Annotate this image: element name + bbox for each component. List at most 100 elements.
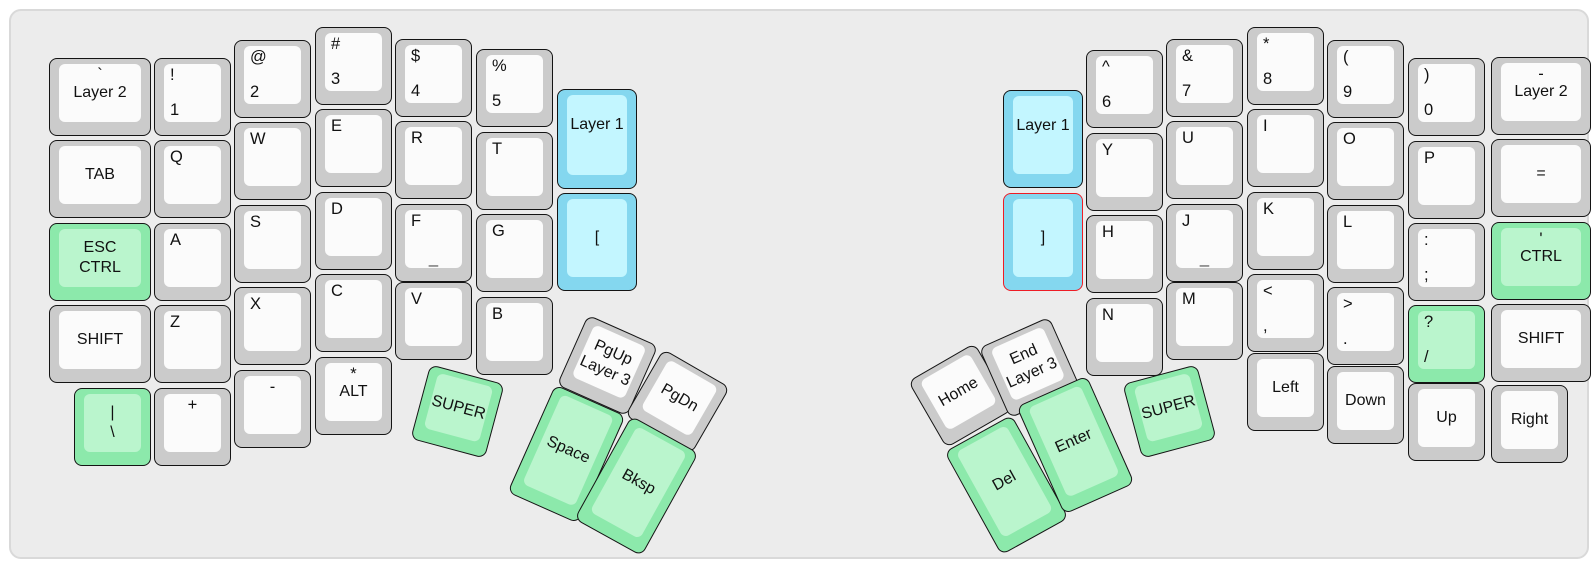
key-legend: _ (428, 248, 439, 267)
key-r[interactable]: R (395, 121, 472, 199)
key-i[interactable]: I (1247, 109, 1324, 187)
keycap-top: A (164, 229, 221, 287)
key-plus[interactable]: + (154, 388, 231, 466)
key-quote-ctrl[interactable]: 'CTRL (1491, 222, 1591, 300)
keycap-top: K (1257, 198, 1314, 256)
key-arrow-right[interactable]: Right (1491, 385, 1568, 463)
key-arrow-up[interactable]: Up (1408, 383, 1485, 461)
key-pipe-backslash[interactable]: |\ (74, 388, 151, 466)
key-hash-3[interactable]: #3 (315, 27, 392, 105)
keycap-top: Down (1337, 372, 1394, 430)
key-arrow-left[interactable]: Left (1247, 353, 1324, 431)
keycap-top: I (1257, 115, 1314, 173)
key-greater-period[interactable]: >. (1327, 287, 1404, 365)
key-n[interactable]: N (1086, 298, 1163, 376)
key-y[interactable]: Y (1086, 133, 1163, 211)
key-x[interactable]: X (234, 287, 311, 365)
key-p[interactable]: P (1408, 141, 1485, 219)
key-q[interactable]: Q (154, 140, 231, 218)
key-caret-6[interactable]: ^6 (1086, 50, 1163, 128)
key-equals[interactable]: = (1491, 139, 1591, 217)
key-super-left[interactable]: SUPER (410, 364, 505, 459)
key-z[interactable]: Z (154, 305, 231, 383)
key-legend: Layer 2 (1514, 83, 1568, 100)
key-legend: % (492, 57, 507, 75)
key-colon-semicolon[interactable]: :; (1408, 223, 1485, 301)
key-paren-9[interactable]: (9 (1327, 40, 1404, 118)
key-right-bracket[interactable]: ] (1003, 193, 1083, 291)
key-t[interactable]: T (476, 132, 553, 210)
key-c[interactable]: C (315, 274, 392, 352)
key-asterisk-alt[interactable]: *ALT (315, 357, 392, 435)
keycap-top: V (405, 288, 462, 346)
key-super-right[interactable]: SUPER (1122, 364, 1217, 459)
key-legend: J (1182, 212, 1191, 230)
key-grave-layer2[interactable]: `Layer 2 (49, 58, 151, 136)
key-k[interactable]: K (1247, 192, 1324, 270)
key-g[interactable]: G (476, 214, 553, 292)
key-h[interactable]: H (1086, 215, 1163, 293)
key-d[interactable]: D (315, 192, 392, 270)
key-legend: ` (97, 66, 103, 84)
key-a[interactable]: A (154, 223, 231, 301)
key-l[interactable]: L (1327, 205, 1404, 283)
key-legend: D (331, 200, 343, 218)
key-legend: C (331, 282, 343, 300)
key-amp-7[interactable]: &7 (1166, 39, 1243, 117)
key-legend: TAB (85, 166, 115, 183)
key-paren-0[interactable]: )0 (1408, 58, 1485, 136)
key-layer1-left[interactable]: Layer 1 (557, 89, 637, 189)
key-lessthan-comma[interactable]: <, (1247, 274, 1324, 352)
key-legend: H (1102, 223, 1114, 241)
key-legend: Up (1436, 409, 1457, 426)
key-left-bracket[interactable]: [ (557, 193, 637, 291)
key-shift-right[interactable]: SHIFT (1491, 304, 1591, 382)
key-w[interactable]: W (234, 122, 311, 200)
keycap-top: &7 (1176, 45, 1233, 103)
key-legend: Right (1510, 411, 1549, 428)
key-legend: Q (170, 148, 183, 166)
key-legend: Home (935, 373, 981, 410)
key-b[interactable]: B (476, 297, 553, 375)
key-at-2[interactable]: @2 (234, 40, 311, 118)
key-exclam-1[interactable]: !1 (154, 58, 231, 136)
key-legend: SUPER (429, 391, 488, 423)
key-legend: 4 (411, 81, 421, 100)
key-u[interactable]: U (1166, 121, 1243, 199)
key-dollar-4[interactable]: $4 (395, 39, 472, 117)
keycap-top: Z (164, 311, 221, 369)
key-s[interactable]: S (234, 205, 311, 283)
key-layer1-right[interactable]: Layer 1 (1003, 90, 1083, 188)
key-shift-left[interactable]: SHIFT (49, 305, 151, 383)
keycap-top: P (1418, 147, 1475, 205)
key-arrow-down[interactable]: Down (1327, 366, 1404, 444)
key-o[interactable]: O (1327, 122, 1404, 200)
key-percent-5[interactable]: %5 (476, 49, 553, 127)
key-minus-left[interactable]: - (234, 370, 311, 448)
key-legend: W (250, 130, 266, 148)
key-legend: + (187, 396, 198, 414)
keycap-top: ^6 (1096, 56, 1153, 114)
key-m[interactable]: M (1166, 282, 1243, 360)
key-question-slash[interactable]: ?/ (1408, 305, 1485, 383)
key-e[interactable]: E (315, 109, 392, 187)
keycap-top: *ALT (325, 363, 382, 421)
key-f[interactable]: F_ (395, 204, 472, 282)
key-j[interactable]: J_ (1166, 204, 1243, 282)
key-dash-layer2[interactable]: -Layer 2 (1491, 57, 1591, 135)
key-legend: A (170, 231, 182, 249)
keycap-top: (9 (1337, 46, 1394, 104)
keycap-top: J_ (1176, 210, 1233, 268)
key-v[interactable]: V (395, 282, 472, 360)
key-legend: / (1424, 347, 1429, 366)
key-legend: I (1263, 117, 1268, 135)
key-legend: P (1424, 149, 1436, 167)
keycap-top: R (405, 127, 462, 185)
key-tab[interactable]: TAB (49, 140, 151, 218)
key-asterisk-8[interactable]: *8 (1247, 27, 1324, 105)
keycap-top: L (1337, 211, 1394, 269)
key-legend: V (411, 290, 423, 308)
